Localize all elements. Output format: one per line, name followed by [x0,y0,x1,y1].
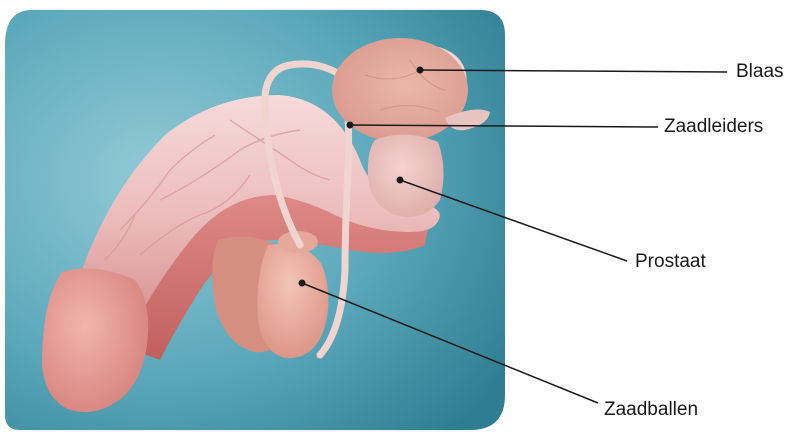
testis-front [257,244,328,358]
dot-testes [299,280,306,287]
label-bladder: Blaas [736,62,784,81]
label-testes: Zaadballen [604,400,698,419]
dot-vas-deferens [347,122,354,129]
prostate [368,134,444,216]
dot-bladder [417,67,424,74]
dot-prostate [397,177,404,184]
label-prostate: Prostaat [635,252,706,271]
label-vas-deferens: Zaadleiders [664,117,763,136]
